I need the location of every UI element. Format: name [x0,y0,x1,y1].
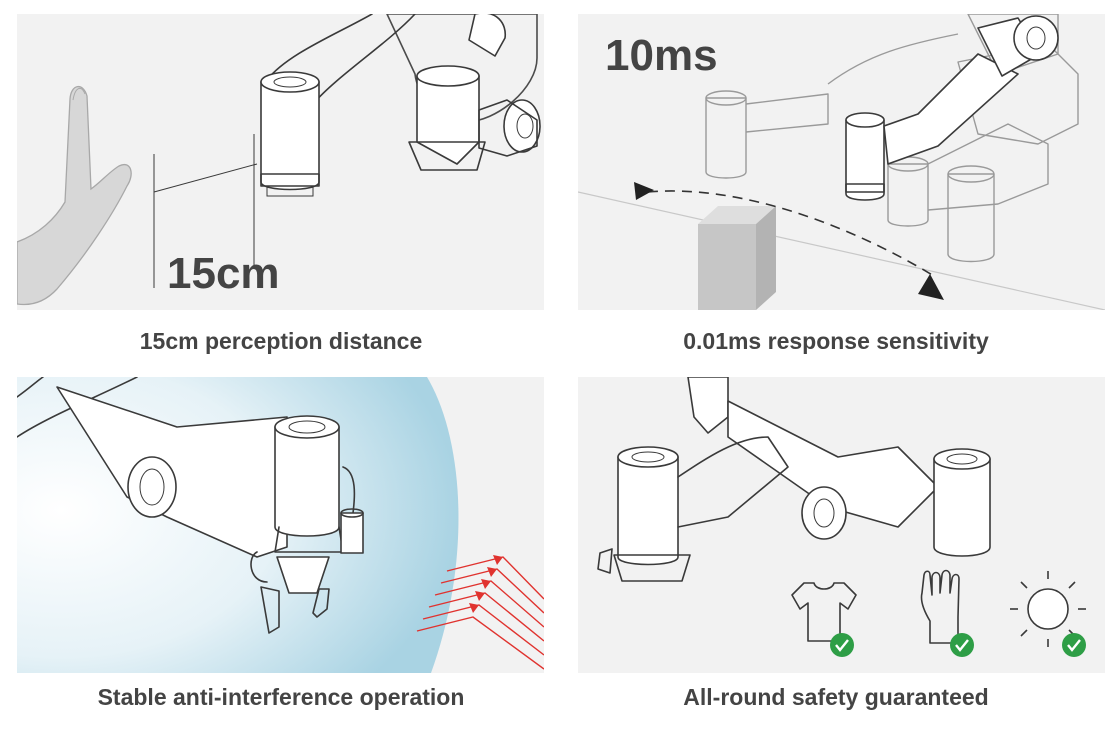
robot-arm [845,15,1059,201]
check-icon [950,633,974,657]
robot-gripper-field-illustration [17,377,544,673]
robot-arm [260,14,541,197]
distance-value: 15cm [167,249,280,298]
response-time-value: 10ms [605,31,718,80]
interference-caption: Stable anti-interference operation [97,684,465,710]
robot-arm-safety-illustration [597,377,1086,657]
interference-panel [17,377,544,673]
safety-caption: All-round safety guaranteed [683,684,989,710]
check-icon [830,633,854,657]
shirt-icon [791,582,857,642]
check-icon [1062,633,1086,657]
cube-icon [698,206,776,310]
perception-panel: 15cm [17,14,544,310]
robot-arm [17,377,364,634]
response-panel: 10ms [578,14,1105,310]
glove-icon [920,569,960,644]
robot-arm-hand-illustration [17,14,541,306]
safety-panel [578,377,1105,673]
perception-caption: 15cm perception distance [139,328,423,354]
response-caption: 0.01ms response sensitivity [683,328,989,354]
robot-arm-motion-illustration [578,14,1105,310]
robot-arm [597,377,991,582]
hand-icon [17,85,132,306]
